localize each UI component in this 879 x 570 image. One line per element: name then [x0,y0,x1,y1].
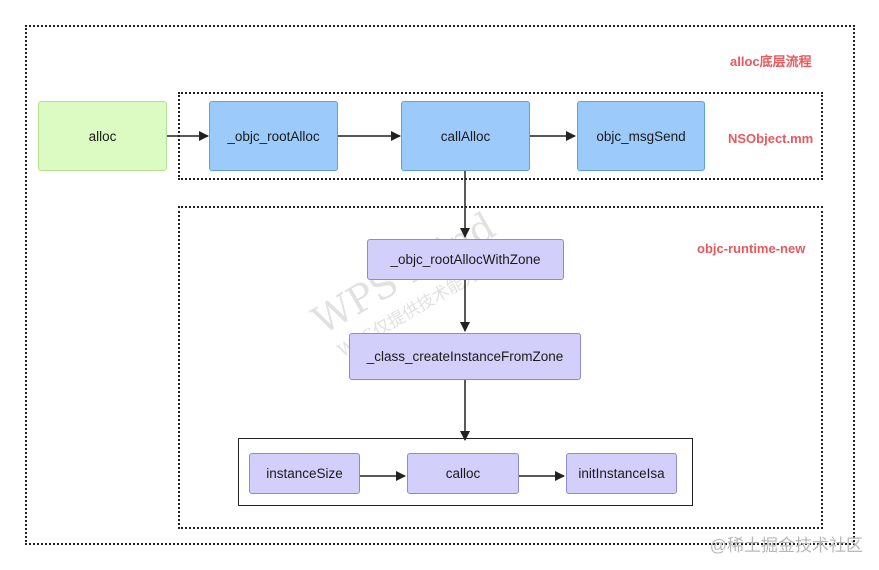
node-initinstanceisa: initInstanceIsa [566,453,677,494]
runtime-frame [178,206,823,529]
node-calloc: calloc [407,453,519,494]
source-credit: @稀土掘金技术社区 [709,536,863,555]
node-instancesize: instanceSize [249,453,360,494]
node-class-createinstancefromzone: _class_createInstanceFromZone [349,333,581,380]
node-callalloc: callAlloc [401,101,530,171]
node-objc-rootalloc: _objc_rootAlloc [209,101,338,171]
node-objc-rootallocwithzone: _objc_rootAllocWithZone [367,239,564,280]
runtime-label: objc-runtime-new [697,241,806,256]
flow-title-label: alloc底层流程 [730,54,812,69]
nsobject-label: NSObject.mm [728,131,814,146]
node-objc-msgsend: objc_msgSend [577,101,705,171]
outer-frame [25,25,855,545]
node-alloc: alloc [38,101,167,171]
